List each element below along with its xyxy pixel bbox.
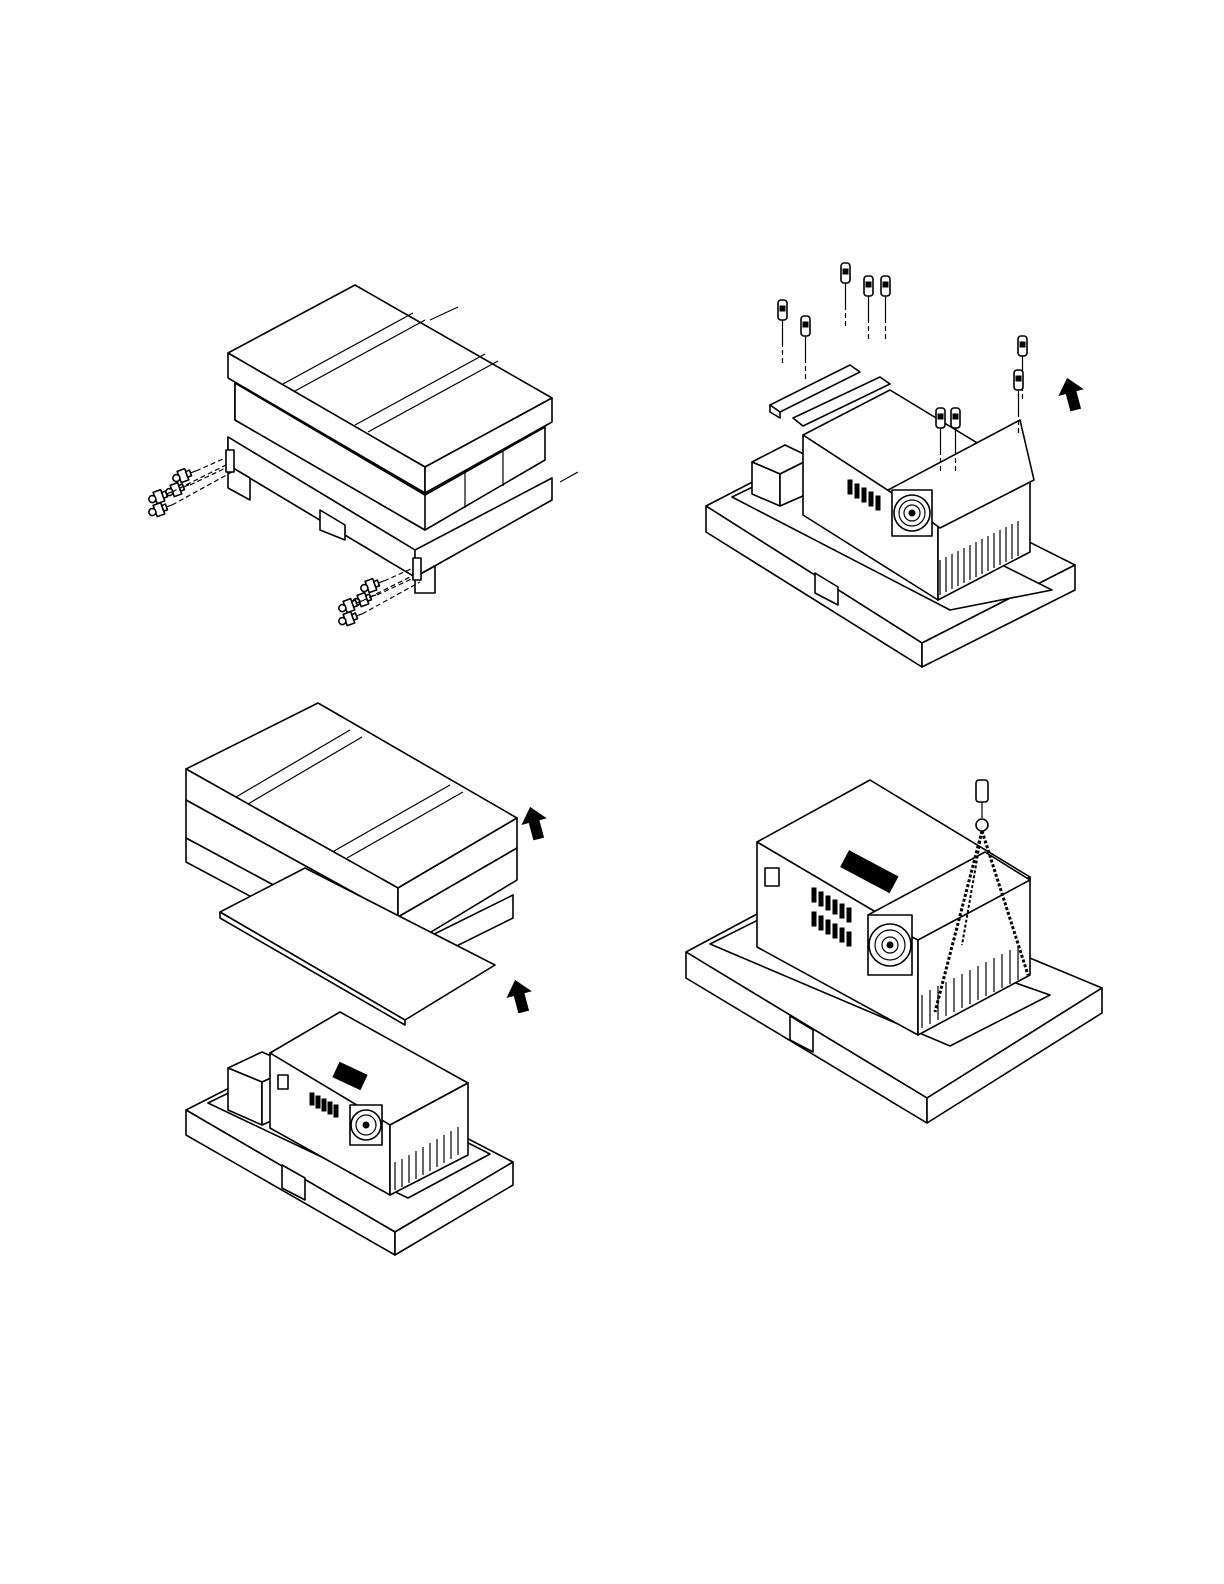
step-4-hoist [686, 780, 1102, 1123]
fan-icon [350, 1105, 382, 1145]
step-3-lid-lifted [186, 703, 550, 1255]
fan-icon [868, 915, 912, 975]
arrow-up-icon [1056, 376, 1087, 413]
fan-icon [892, 490, 932, 536]
step-1-crate [147, 285, 578, 628]
screw-icon [147, 450, 234, 519]
